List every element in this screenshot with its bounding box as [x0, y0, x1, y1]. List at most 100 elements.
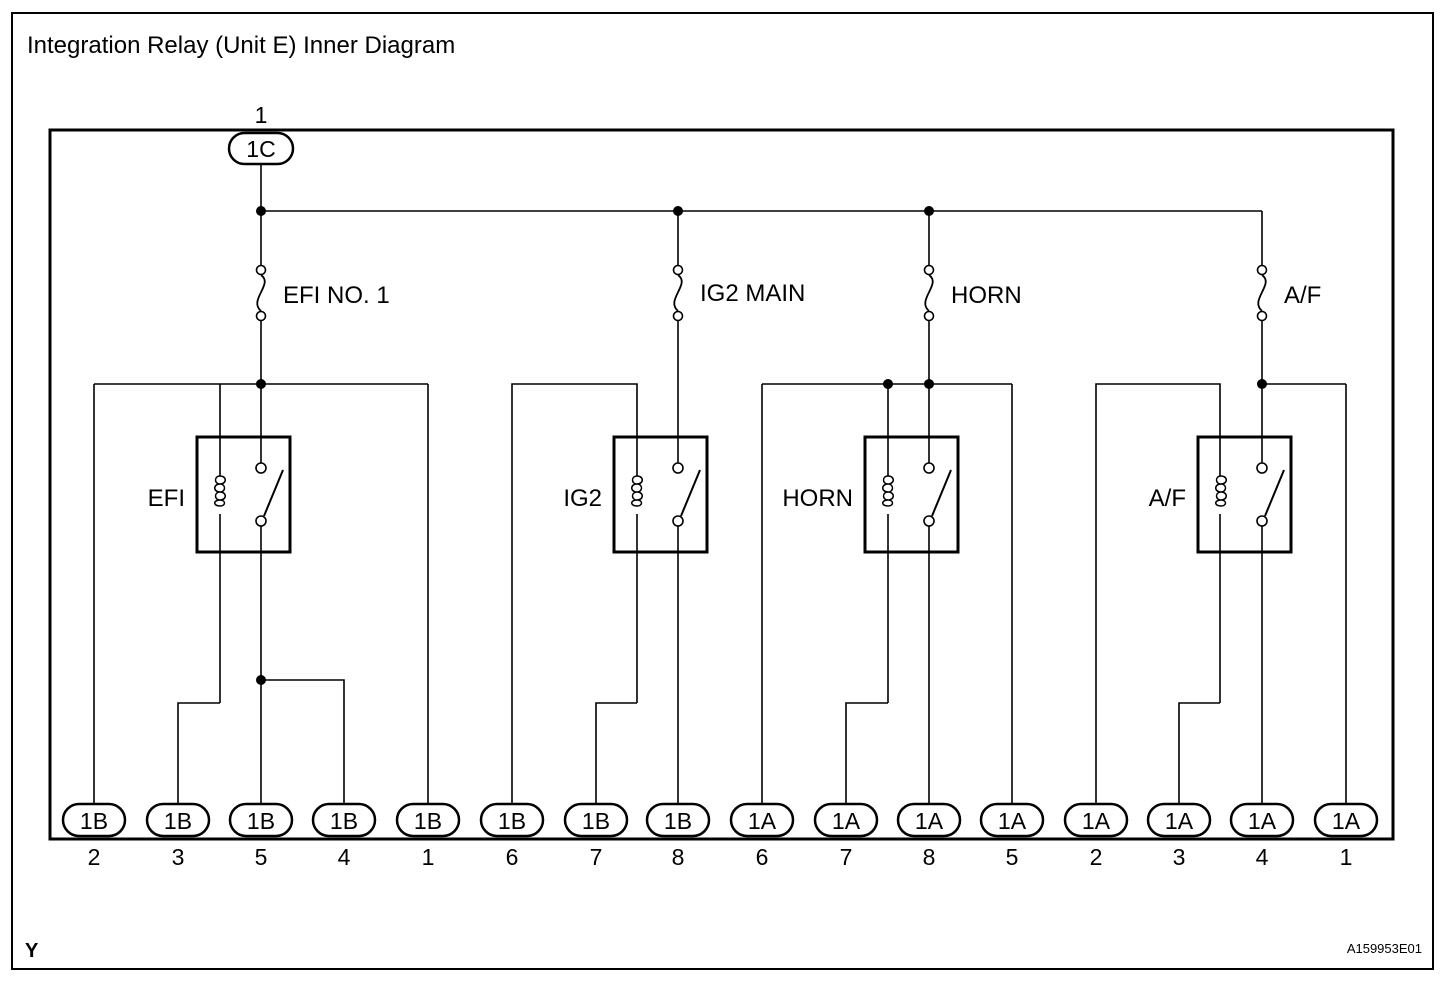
wiring — [93, 164, 1347, 804]
terminal-connector-label: 1A — [748, 808, 777, 834]
diagram-title: Integration Relay (Unit E) Inner Diagram — [27, 32, 455, 59]
fuse-label-af: A/F — [1284, 282, 1321, 309]
terminal-pin-number: 2 — [88, 844, 101, 870]
input-pin-number: 1 — [255, 102, 268, 128]
terminal-connector — [311, 802, 377, 838]
terminal: 1B1 — [395, 802, 461, 870]
terminal-pin-number: 2 — [1090, 844, 1103, 870]
relay-horn: HORN — [782, 435, 960, 554]
fuse-label-ig2: IG2 MAIN — [700, 280, 805, 307]
terminal-connector-label: 1B — [247, 808, 275, 834]
outer-frame — [11, 12, 1434, 970]
terminal: 1A6 — [729, 802, 795, 870]
terminal-connector — [1229, 802, 1295, 838]
terminal-pin-number: 6 — [506, 844, 519, 870]
terminal: 1B6 — [479, 802, 545, 870]
fuse-horn: HORN — [923, 264, 1022, 322]
terminal: 1A7 — [813, 802, 879, 870]
terminal-connector — [1313, 802, 1379, 838]
terminal-connector-label: 1B — [498, 808, 526, 834]
terminal: 1B2 — [61, 802, 127, 870]
terminal: 1A2 — [1063, 802, 1129, 870]
terminal-pin-number: 8 — [672, 844, 685, 870]
input-connector-label: 1C — [246, 136, 275, 162]
relay-label-ig2: IG2 — [563, 485, 602, 512]
terminal-connector-label: 1B — [582, 808, 610, 834]
terminal: 1A4 — [1229, 802, 1295, 870]
terminal-pin-number: 7 — [840, 844, 853, 870]
terminal-connector-label: 1A — [915, 808, 944, 834]
terminal-connector-label: 1A — [1248, 808, 1277, 834]
footer-left-code: Y — [25, 940, 39, 962]
relay-coil-icon — [1215, 475, 1227, 507]
terminal-pin-number: 7 — [590, 844, 603, 870]
fuse-label-efi: EFI NO. 1 — [283, 282, 390, 309]
terminal-connector-label: 1B — [164, 808, 192, 834]
relay-af: A/F — [1149, 435, 1293, 554]
relay-coil-icon — [631, 475, 643, 507]
terminal-connector-label: 1A — [1332, 808, 1361, 834]
relay-switch-icon — [263, 469, 284, 517]
terminal: 1A3 — [1146, 802, 1212, 870]
terminal-connector — [896, 802, 962, 838]
terminal-connector — [228, 802, 294, 838]
terminal-connector — [61, 802, 127, 838]
relay-coil-icon — [882, 475, 894, 507]
terminal-connector — [145, 802, 211, 838]
terminal-pin-number: 8 — [923, 844, 936, 870]
terminal-connector-label: 1A — [1165, 808, 1194, 834]
terminal-layer: 1B21B31B51B41B11B61B71B81A61A71A81A51A21… — [61, 802, 1379, 870]
fuse-efi: EFI NO. 1 — [255, 264, 390, 322]
terminal: 1A1 — [1313, 802, 1379, 870]
terminal-pin-number: 3 — [1173, 844, 1186, 870]
relay-label-af: A/F — [1149, 485, 1186, 512]
terminal: 1B7 — [563, 802, 629, 870]
terminal: 1B3 — [145, 802, 211, 870]
terminal-connector — [645, 802, 711, 838]
terminal-pin-number: 1 — [422, 844, 435, 870]
terminal-pin-number: 4 — [1256, 844, 1269, 870]
terminal-pin-number: 5 — [1006, 844, 1019, 870]
terminal-pin-number: 3 — [172, 844, 185, 870]
terminal-connector — [479, 802, 545, 838]
relay-switch-icon — [680, 469, 701, 517]
terminal-connector — [979, 802, 1045, 838]
fuse-ig2: IG2 MAIN — [672, 264, 805, 322]
terminal-connector-label: 1B — [414, 808, 442, 834]
terminal: 1B4 — [311, 802, 377, 870]
terminal-connector — [563, 802, 629, 838]
terminal-connector — [1146, 802, 1212, 838]
terminal-pin-number: 5 — [255, 844, 268, 870]
terminal-connector-label: 1A — [1082, 808, 1111, 834]
terminal-pin-number: 6 — [756, 844, 769, 870]
relay-coil-icon — [214, 475, 226, 507]
terminal-connector — [395, 802, 461, 838]
fuse-af: A/F — [1256, 264, 1321, 322]
fuse-layer: EFI NO. 1 IG2 MAIN HORN A/F — [255, 264, 1321, 322]
fuse-label-horn: HORN — [951, 282, 1022, 309]
relay-layer: EFI IG2 HORN A/F — [148, 435, 1293, 554]
terminal-pin-number: 1 — [1340, 844, 1353, 870]
junction-dots — [256, 206, 1267, 685]
relay-unit-box — [48, 128, 1395, 841]
terminal: 1A8 — [896, 802, 962, 870]
relay-efi: EFI — [148, 435, 292, 554]
terminal-connector-label: 1B — [664, 808, 692, 834]
terminal-connector — [1063, 802, 1129, 838]
terminal-pin-number: 4 — [338, 844, 351, 870]
relay-ig2: IG2 — [563, 435, 709, 554]
terminal: 1B8 — [645, 802, 711, 870]
terminal-connector-label: 1A — [832, 808, 861, 834]
terminal-connector-label: 1A — [998, 808, 1027, 834]
relay-label-efi: EFI — [148, 485, 185, 512]
terminal-connector — [813, 802, 879, 838]
relay-switch-icon — [931, 469, 952, 517]
footer-right-code: A159953E01 — [1347, 941, 1422, 956]
terminal: 1B5 — [228, 802, 294, 870]
terminal-connector — [729, 802, 795, 838]
terminal-connector-label: 1B — [330, 808, 358, 834]
relay-label-horn: HORN — [782, 485, 853, 512]
terminal: 1A5 — [979, 802, 1045, 870]
relay-switch-icon — [1264, 469, 1285, 517]
